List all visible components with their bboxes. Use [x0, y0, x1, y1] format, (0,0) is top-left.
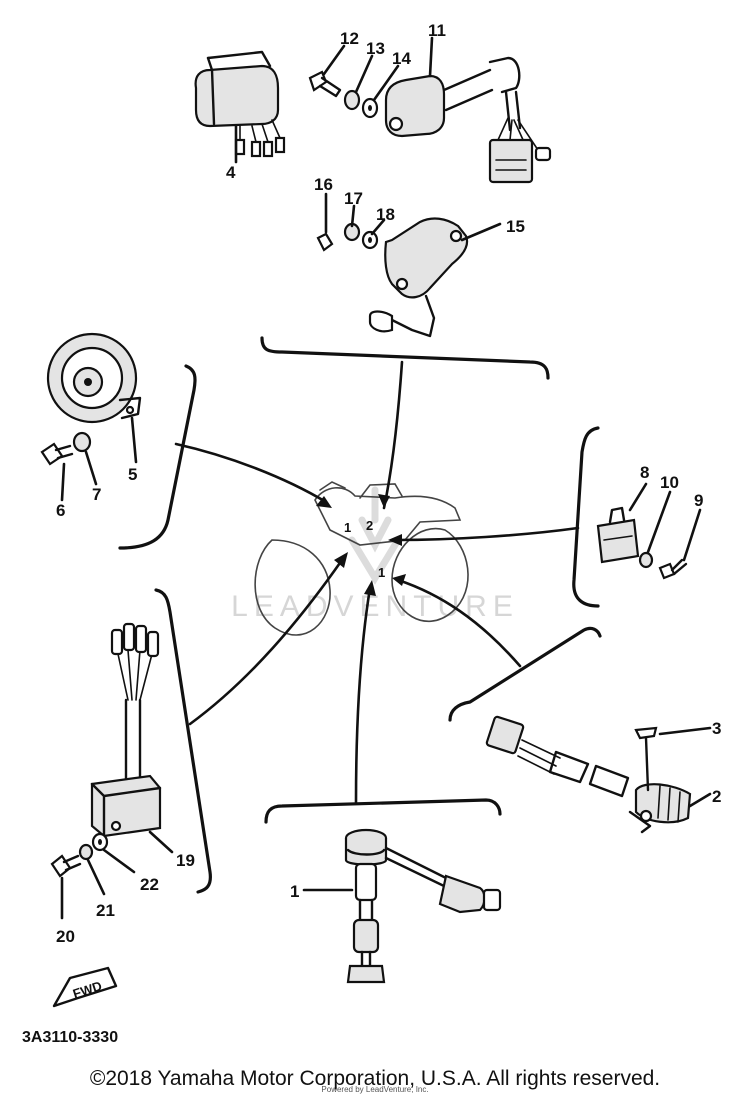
- leader-19: [148, 830, 174, 854]
- callout-1: 1: [290, 882, 299, 901]
- leader-12: [322, 44, 346, 76]
- leader-15: [460, 222, 502, 242]
- part-8-switch[interactable]: [596, 506, 640, 564]
- part-9-screw[interactable]: [658, 558, 688, 580]
- link-line-horn: [174, 442, 328, 504]
- callout-10: 10: [660, 473, 679, 492]
- leader-9: [682, 508, 702, 562]
- arrow-top: [378, 494, 390, 508]
- arrow-sensor: [392, 574, 406, 586]
- part-4-relay[interactable]: [194, 50, 286, 158]
- arrow-switch: [388, 534, 402, 546]
- part-21-washer[interactable]: [78, 843, 94, 861]
- callout-3: 3: [712, 719, 721, 738]
- leader-21: [86, 858, 106, 896]
- part-6-bolt[interactable]: [40, 442, 74, 466]
- part-11-cdi-unit[interactable]: [384, 56, 552, 184]
- leader-8: [628, 482, 648, 512]
- fwd-mark: FWD: [52, 966, 118, 1008]
- callout-11: 11: [428, 21, 446, 40]
- motorcycle-marks: 1 2 1: [344, 518, 385, 580]
- callout-4: 4: [226, 163, 236, 182]
- callout-19: 19: [176, 851, 195, 870]
- part-1-sender-unit[interactable]: [344, 828, 502, 984]
- leader-22: [102, 848, 136, 874]
- callout-7: 7: [92, 485, 101, 504]
- callout-6: 6: [56, 501, 65, 520]
- part-14-washer[interactable]: [361, 97, 379, 119]
- part-19-rectifier[interactable]: [90, 622, 162, 838]
- callout-12: 12: [340, 29, 359, 48]
- leader-5: [130, 416, 138, 464]
- part-2-sensor[interactable]: [485, 715, 692, 834]
- leader-18: [370, 218, 386, 236]
- arrow-rectifier: [334, 552, 348, 568]
- part-16-bolt[interactable]: [316, 232, 334, 252]
- bracket-right-lower: [448, 626, 602, 722]
- part-22-washer[interactable]: [91, 832, 109, 852]
- callout-22: 22: [140, 875, 159, 894]
- callout-2: 2: [712, 787, 721, 806]
- bike-mark-1-front: 1: [344, 520, 351, 535]
- link-line-rectifier: [188, 558, 344, 726]
- bracket-top: [260, 336, 550, 380]
- callout-21: 21: [96, 901, 115, 920]
- callout-18: 18: [376, 205, 395, 224]
- part-10-washer[interactable]: [638, 551, 654, 569]
- callout-9: 9: [694, 491, 703, 510]
- callout-5: 5: [128, 465, 137, 484]
- part-5-horn[interactable]: [46, 332, 142, 424]
- part-13-washer[interactable]: [343, 89, 361, 111]
- bracket-right: [572, 426, 600, 608]
- part-code: 3A3110-3330: [22, 1029, 118, 1046]
- copyright-text: ©2018 Yamaha Motor Corporation, U.S.A. A…: [90, 1067, 660, 1090]
- callout-20: 20: [56, 927, 75, 946]
- part-20-bolt[interactable]: [50, 854, 82, 878]
- callout-8: 8: [640, 463, 649, 482]
- link-line-switch: [394, 526, 580, 542]
- callout-16: 16: [314, 175, 333, 194]
- part-15-regulator[interactable]: [368, 217, 469, 338]
- link-line-sender: [354, 586, 372, 804]
- leader-6: [60, 462, 66, 502]
- leader-14: [372, 64, 400, 102]
- leader-7: [84, 450, 98, 486]
- fwd-mark-text: FWD: [71, 978, 104, 1001]
- link-line-sensor: [396, 578, 522, 668]
- motorcycle-outline: [254, 481, 469, 636]
- bracket-bottom: [264, 798, 502, 824]
- callout-17: 17: [344, 189, 363, 208]
- leader-11: [428, 36, 434, 78]
- part-18-washer[interactable]: [361, 230, 379, 250]
- bike-mark-2: 2: [366, 518, 373, 533]
- watermark: LEADVENTURE: [231, 486, 519, 623]
- bracket-left-lower: [154, 588, 212, 894]
- arrow-horn: [316, 496, 332, 508]
- leader-3: [658, 726, 712, 736]
- leader-2: [688, 792, 712, 808]
- watermark-text: LEADVENTURE: [231, 590, 519, 623]
- leader-13: [354, 54, 374, 94]
- part-12-bolt[interactable]: [308, 70, 342, 98]
- leader-10: [646, 490, 672, 554]
- link-line-top: [382, 360, 404, 510]
- callout-13: 13: [366, 39, 385, 58]
- bracket-left-upper: [118, 364, 197, 550]
- part-3-screw[interactable]: [634, 726, 658, 792]
- copyright-overlay: Powered by LeadVenture, Inc.: [321, 1085, 428, 1094]
- bike-mark-1-lower: 1: [378, 565, 385, 580]
- callout-14: 14: [392, 49, 411, 68]
- part-7-washer[interactable]: [72, 431, 92, 453]
- callout-15: 15: [506, 217, 525, 236]
- arrow-sender: [364, 580, 376, 596]
- watermark-logo: [348, 486, 402, 585]
- leader-17: [350, 204, 356, 228]
